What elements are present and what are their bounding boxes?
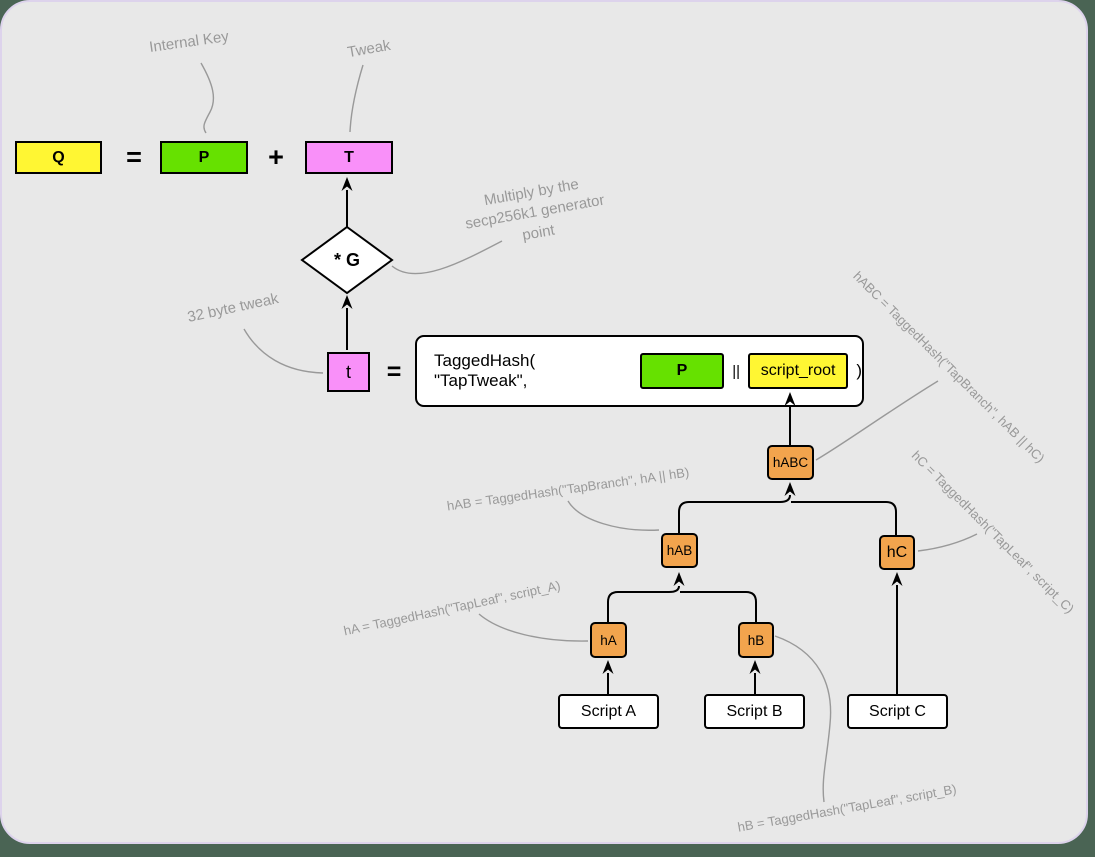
internal-key-annotation: Internal Key [148,28,230,56]
leader-hab [567,500,660,531]
leader-internal-key [200,62,215,134]
concat-operator: || [732,362,740,380]
equals-operator: = [126,142,142,172]
hab-node: hAB [661,533,698,568]
leader-32byte [243,328,324,374]
32-byte-tweak-annotation: 32 byte tweak [185,290,281,326]
connector-hab-hc-to-habc [678,482,897,535]
ha-formula-annotation: hA = TaggedHash("TapLeaf", script_A) [342,577,562,639]
plus-operator: + [268,142,284,172]
script-c-node: Script C [847,694,948,729]
arrow-script-a-to-ha [602,660,614,694]
tweak-equals-operator: = [386,357,402,386]
arrow-diamond-to-T [341,177,353,227]
arrow-script-c-to-hc [891,572,903,694]
leader-hc [917,533,978,552]
hc-node: hC [879,535,915,570]
q-node: Q [15,141,102,174]
diagram-canvas: Q = P + T * G t = TaggedHash( "TapTweak"… [0,0,1088,844]
multiply-generator-annotation: Multiply by the secp256k1 generator poin… [460,171,609,255]
arrow-t-to-diamond [341,295,353,350]
script-b-node: Script B [704,694,805,729]
taggedhash-suffix: ) [856,361,862,380]
taggedhash-prefix: TaggedHash( "TapTweak", [434,351,536,390]
t-lowercase-node: t [327,352,370,392]
habc-node: hABC [767,445,814,480]
leader-ha [478,613,589,642]
hc-formula-annotation: hC = TaggedHash("TapLeaf", script_C) [908,447,1078,617]
habc-formula-annotation: hABC = TaggedHash("TapBranch", hAB || hC… [850,268,1048,466]
ha-node: hA [590,622,627,658]
connector-ha-hb-to-hab [607,572,757,622]
generator-diamond-label: * G [333,249,360,270]
p-node: P [160,141,248,174]
hb-node: hB [738,622,774,658]
hab-formula-annotation: hAB = TaggedHash("TapBranch", hA || hB) [445,464,691,514]
arrow-script-b-to-hb [749,660,761,694]
t-uppercase-node: T [305,141,393,174]
p-inner-node: P [639,353,725,389]
tweak-annotation: Tweak [346,36,392,62]
taggedhash-expression-box: TaggedHash( "TapTweak", P || script_root… [415,335,864,407]
leader-tweak [349,64,364,133]
script-root-node: script_root [748,353,849,389]
hb-formula-annotation: hB = TaggedHash("TapLeaf", script_B) [736,781,958,835]
script-a-node: Script A [558,694,659,729]
